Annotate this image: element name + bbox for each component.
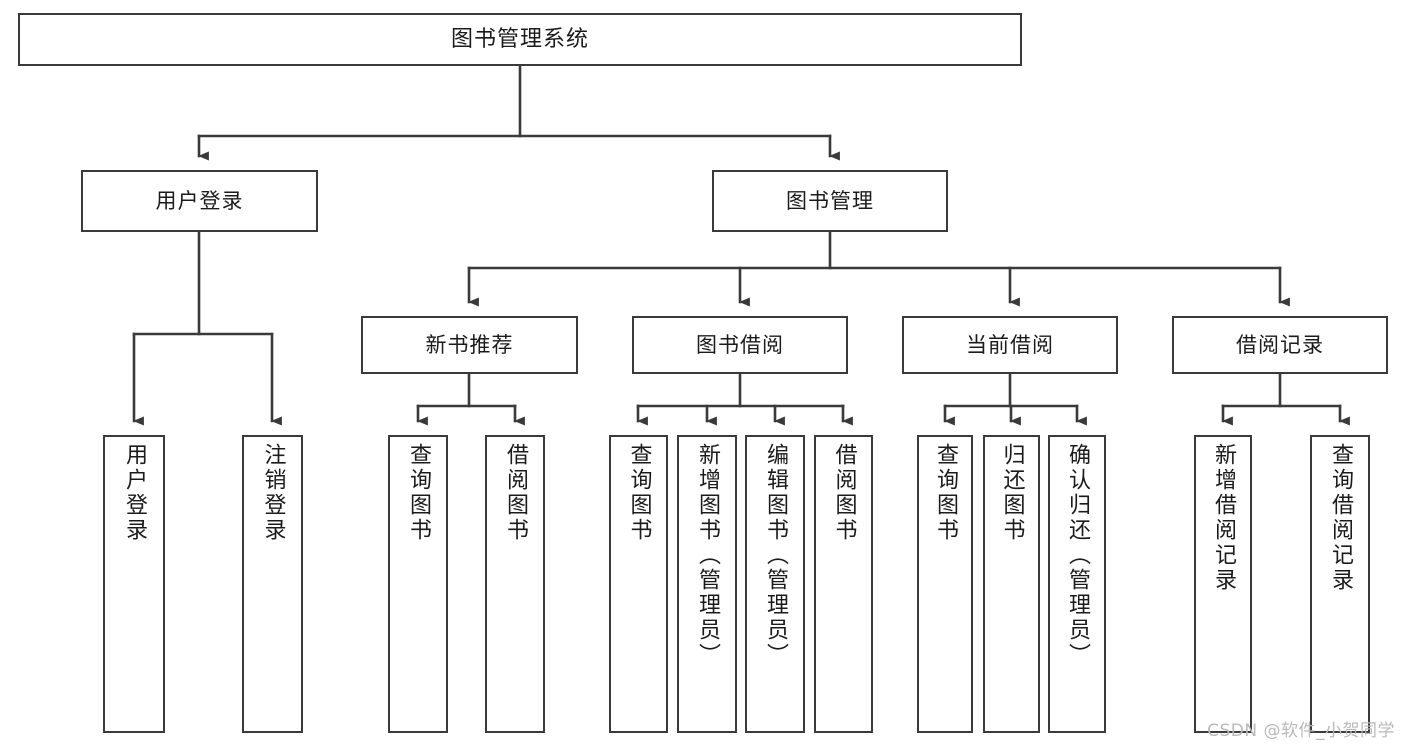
node-root-label: 图书管理系统: [450, 26, 589, 52]
node-leaf-query-record-label: 查询借阅记录: [1328, 443, 1353, 593]
node-leaf-query-book[interactable]: 查询图书: [609, 435, 668, 733]
node-leaf-query-book-rec-label: 查询图书: [406, 443, 431, 543]
watermark-text: CSDN @软件_小贺同学: [1207, 721, 1395, 741]
node-current-borrow[interactable]: 当前借阅: [902, 316, 1118, 374]
node-leaf-query-record[interactable]: 查询借阅记录: [1310, 435, 1370, 733]
node-leaf-add-book-label: 新增图书（管理员）: [695, 443, 720, 668]
node-leaf-add-book[interactable]: 新增图书（管理员）: [677, 435, 737, 733]
node-leaf-logout[interactable]: 注销登录: [242, 435, 303, 733]
node-leaf-query-book-label: 查询图书: [626, 443, 652, 543]
node-leaf-confirm-return-label: 确认归还（管理员）: [1065, 443, 1090, 668]
node-user-login-label: 用户登录: [155, 188, 244, 213]
node-leaf-query-cur-label: 查询图书: [933, 443, 958, 543]
node-borrow-record-label: 借阅记录: [1236, 332, 1324, 357]
node-leaf-user-login[interactable]: 用户登录: [103, 435, 165, 733]
node-book-borrow[interactable]: 图书借阅: [632, 316, 848, 374]
node-book-manage-label: 图书管理: [786, 188, 874, 213]
node-leaf-query-book-rec[interactable]: 查询图书: [388, 435, 448, 733]
node-leaf-user-login-label: 用户登录: [122, 443, 147, 543]
node-book-borrow-label: 图书借阅: [696, 332, 784, 357]
node-leaf-borrow-book-rec[interactable]: 借阅图书: [485, 435, 545, 733]
node-borrow-record[interactable]: 借阅记录: [1172, 316, 1388, 374]
node-new-book-rec-label: 新书推荐: [425, 332, 514, 357]
node-leaf-return-book-label: 归还图书: [999, 443, 1025, 543]
node-leaf-query-cur[interactable]: 查询图书: [917, 435, 973, 733]
node-leaf-confirm-return[interactable]: 确认归还（管理员）: [1048, 435, 1106, 733]
node-leaf-borrow-book-label: 借阅图书: [831, 443, 857, 543]
node-new-book-rec[interactable]: 新书推荐: [361, 316, 578, 374]
node-leaf-borrow-book[interactable]: 借阅图书: [814, 435, 873, 733]
node-leaf-edit-book-label: 编辑图书（管理员）: [763, 443, 788, 668]
node-leaf-add-record-label: 新增借阅记录: [1211, 443, 1236, 593]
node-leaf-add-record[interactable]: 新增借阅记录: [1194, 435, 1252, 733]
node-leaf-borrow-book-rec-label: 借阅图书: [503, 443, 528, 543]
node-current-borrow-label: 当前借阅: [966, 332, 1054, 357]
node-leaf-return-book[interactable]: 归还图书: [983, 435, 1040, 733]
node-leaf-logout-label: 注销登录: [260, 443, 286, 543]
node-leaf-edit-book[interactable]: 编辑图书（管理员）: [745, 435, 805, 733]
node-root[interactable]: 图书管理系统: [18, 13, 1022, 66]
node-book-manage[interactable]: 图书管理: [712, 170, 948, 232]
node-user-login[interactable]: 用户登录: [81, 170, 318, 232]
